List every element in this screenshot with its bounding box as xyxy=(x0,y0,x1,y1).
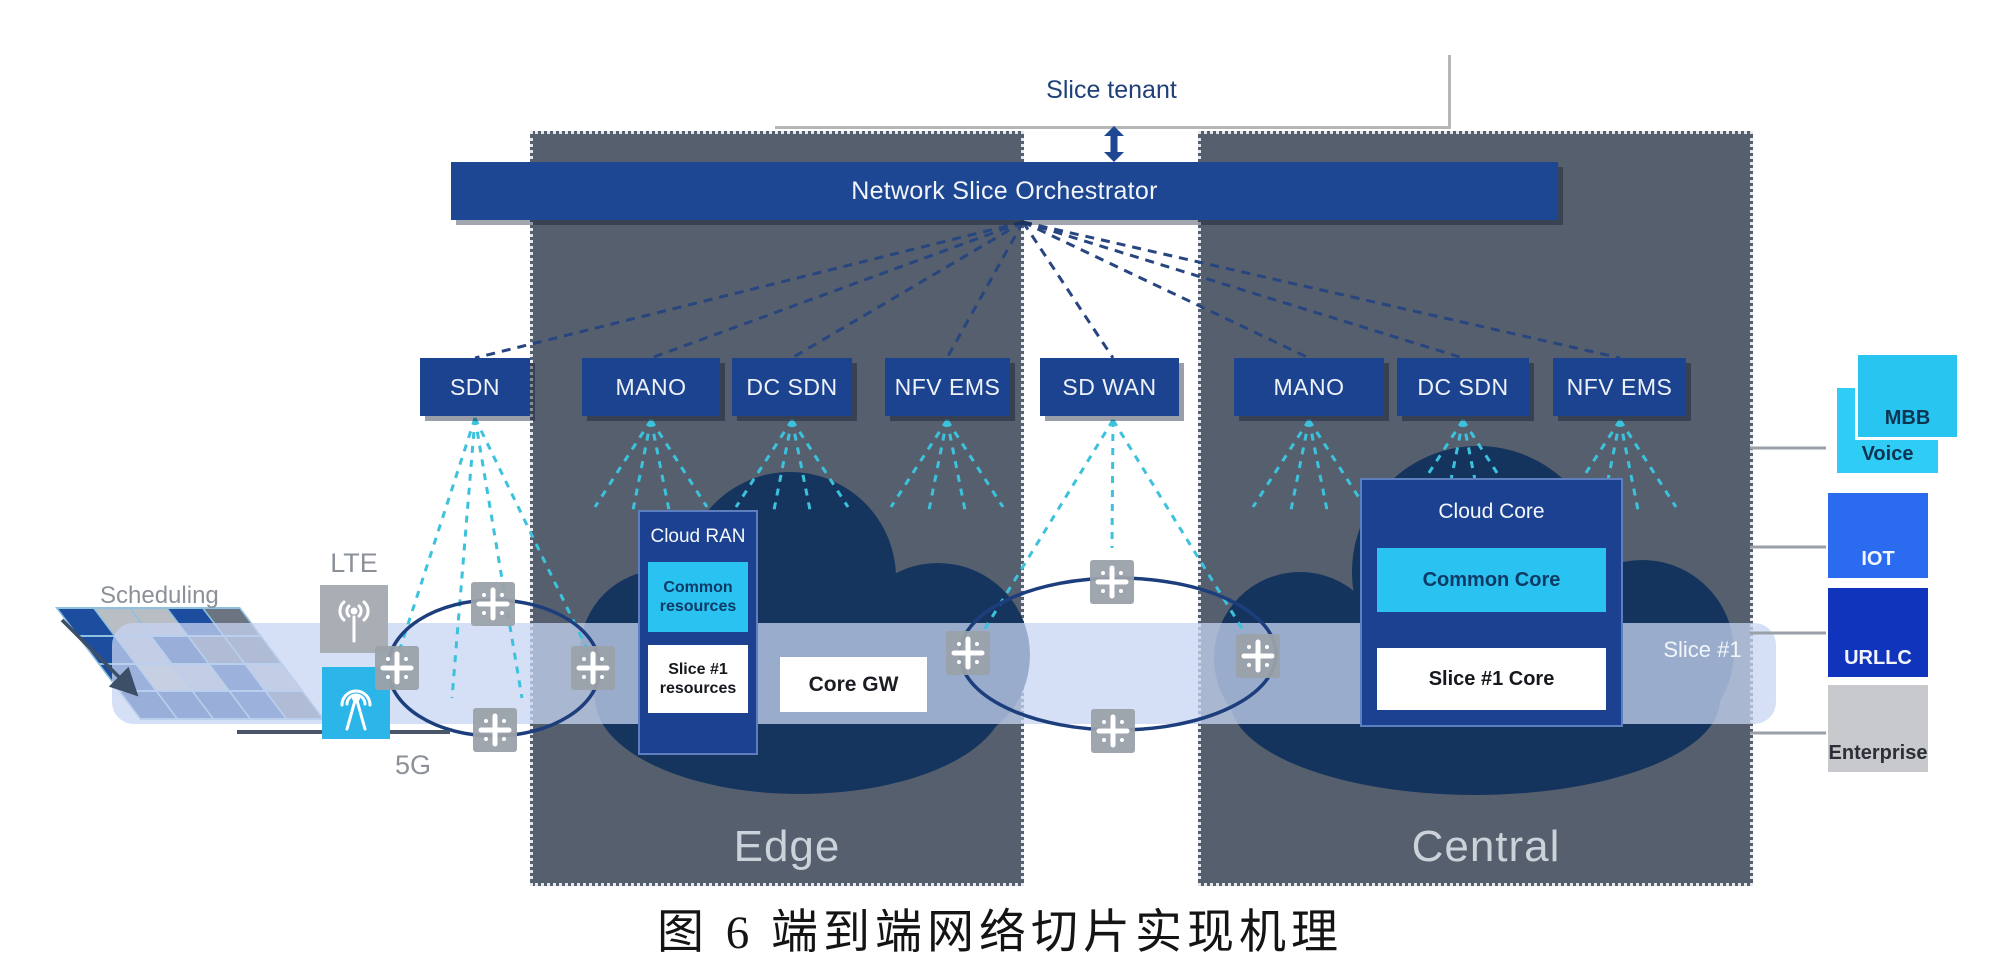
core-gw-box: Core GW xyxy=(780,657,927,712)
controller-label: NFV EMS xyxy=(1566,373,1673,400)
service-enterprise: Enterprise xyxy=(1828,685,1928,772)
slice1-core-box: Slice #1 Core xyxy=(1377,648,1606,710)
network-switch-icon xyxy=(473,708,517,752)
lte-antenna-icon xyxy=(338,600,370,643)
controller-label: SD WAN xyxy=(1062,373,1157,400)
orchestrator-label: Network Slice Orchestrator xyxy=(851,176,1158,205)
common-core-box: Common Core xyxy=(1377,548,1606,612)
controller-nfv-ems-central: NFV EMS xyxy=(1553,358,1686,416)
figure-caption: 图 6 端到端网络切片实现机理 xyxy=(657,907,1343,959)
cloud-core-title: Cloud Core xyxy=(1438,500,1545,523)
service-label: Enterprise xyxy=(1828,742,1928,764)
controller-label: DC SDN xyxy=(1417,373,1509,400)
network-switch-icon xyxy=(1090,560,1134,604)
slice-tenant-box: Slice tenant xyxy=(775,55,1451,129)
network-switch-icon xyxy=(1236,634,1280,678)
cloud-core-box: Cloud Core Common Core Slice #1 Core xyxy=(1360,478,1623,727)
lte-box xyxy=(320,585,388,653)
controller-dc-sdn-central: DC SDN xyxy=(1397,358,1529,416)
controller-label: NFV EMS xyxy=(894,373,1001,400)
controller-label: DC SDN xyxy=(746,373,838,400)
controller-label: MANO xyxy=(1273,373,1345,400)
service-label: IOT xyxy=(1861,548,1895,570)
five-g-label: 5G xyxy=(394,750,432,780)
service-label: MBB xyxy=(1884,407,1931,429)
edge-panel-label: Edge xyxy=(733,822,841,871)
service-label: URLLC xyxy=(1844,647,1912,669)
five-g-antenna-icon xyxy=(340,689,372,731)
controller-sd-wan: SD WAN xyxy=(1040,358,1179,416)
network-switch-icon xyxy=(375,646,419,690)
network-switch-icon xyxy=(946,631,990,675)
service-iot: IOT xyxy=(1828,493,1928,578)
edge-panel xyxy=(530,131,1024,886)
controller-mano-central: MANO xyxy=(1234,358,1384,416)
controller-label: SDN xyxy=(449,373,501,400)
service-label: Voice xyxy=(1861,443,1914,465)
slice-band-label: Slice #1 xyxy=(1663,637,1742,662)
controller-nfv-ems-edge: NFV EMS xyxy=(885,358,1010,416)
service-mbb: MBB xyxy=(1855,355,1957,440)
controller-sdn: SDN xyxy=(420,358,530,416)
network-switch-icon xyxy=(571,646,615,690)
tenant-orchestrator-arrow-icon xyxy=(1104,126,1124,162)
cloud-ran-box: Cloud RAN Common resources Slice #1 reso… xyxy=(638,510,758,755)
controller-label: MANO xyxy=(615,373,687,400)
core-gw-label: Core GW xyxy=(808,672,899,696)
service-urllc: URLLC xyxy=(1828,588,1928,677)
cloud-ran-slice1-resources: Slice #1 resources xyxy=(648,645,748,713)
orchestrator-bar: Network Slice Orchestrator xyxy=(451,162,1558,220)
cloud-ran-title: Cloud RAN xyxy=(650,526,746,547)
slice-tenant-label: Slice tenant xyxy=(1046,76,1177,104)
cloud-ran-common-resources: Common resources xyxy=(648,562,748,632)
lte-label: LTE xyxy=(330,548,378,578)
controller-dc-sdn-edge: DC SDN xyxy=(732,358,852,416)
network-switch-icon xyxy=(1091,709,1135,753)
network-switch-icon xyxy=(471,582,515,626)
scheduling-label: Scheduling xyxy=(100,582,219,609)
central-panel-label: Central xyxy=(1411,822,1561,871)
controller-mano-edge: MANO xyxy=(582,358,720,416)
